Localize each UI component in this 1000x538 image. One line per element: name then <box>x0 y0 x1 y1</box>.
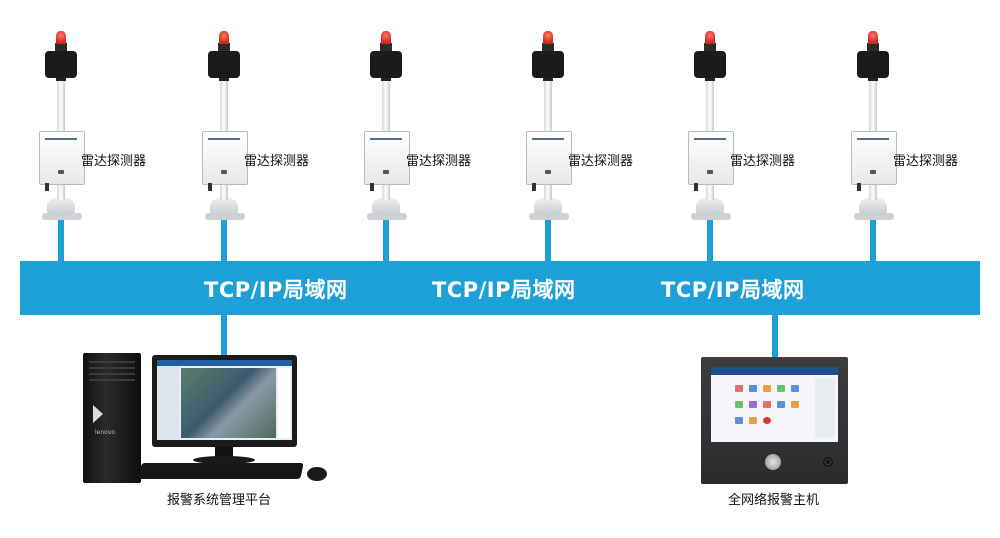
radar-sensor-head <box>208 51 240 78</box>
pole-flange <box>210 197 238 215</box>
radar-detector-1: 雷达探测器 <box>20 0 146 263</box>
control-box <box>39 131 85 185</box>
network-alarm-host <box>701 357 848 484</box>
pole-base <box>42 213 82 220</box>
pole-base <box>691 213 731 220</box>
detector-link <box>545 218 551 263</box>
cable <box>532 183 536 191</box>
radar-sensor-head <box>370 51 402 78</box>
radar-sensor-head <box>532 51 564 78</box>
pole-flange <box>372 197 400 215</box>
detector-label: 雷达探测器 <box>81 154 147 169</box>
radar-detector-3: 雷达探测器 <box>345 0 471 263</box>
pole-flange <box>859 197 887 215</box>
alarm-beacon-icon <box>219 31 229 44</box>
workstation-link <box>221 315 227 359</box>
control-box <box>851 131 897 185</box>
tower-brand: lenovo <box>95 429 116 436</box>
bus-label-3: TCP/IP局域网 <box>661 278 805 302</box>
pc-tower: lenovo <box>83 353 141 483</box>
site-map-view <box>181 368 276 438</box>
control-box <box>526 131 572 185</box>
detector-label: 雷达探测器 <box>406 154 472 169</box>
control-box <box>364 131 410 185</box>
cable <box>694 183 698 191</box>
cable <box>45 183 49 191</box>
alarm-beacon-icon <box>705 31 715 44</box>
detector-link <box>707 218 713 263</box>
platform-screen <box>157 360 292 440</box>
host-power-button <box>765 454 781 470</box>
alarm-host-caption: 全网络报警主机 <box>728 493 820 508</box>
pole-base <box>367 213 407 220</box>
detector-label: 雷达探测器 <box>893 154 959 169</box>
alarm-beacon-icon <box>543 31 553 44</box>
cable <box>370 183 374 191</box>
keyboard <box>138 463 304 479</box>
pole-base <box>854 213 894 220</box>
workstation-caption: 报警系统管理平台 <box>167 493 272 508</box>
pole-flange <box>47 197 75 215</box>
detector-link <box>870 218 876 263</box>
speaker-icon <box>823 457 833 467</box>
control-box <box>202 131 248 185</box>
cable <box>208 183 212 191</box>
play-logo-icon <box>93 405 103 423</box>
radar-detector-5: 雷达探测器 <box>669 0 795 263</box>
pole-base <box>529 213 569 220</box>
radar-sensor-head <box>45 51 77 78</box>
radar-sensor-head <box>694 51 726 78</box>
monitor <box>152 355 297 447</box>
radar-detector-2: 雷达探测器 <box>183 0 309 263</box>
pole-base <box>205 213 245 220</box>
cable <box>857 183 861 191</box>
radar-sensor-head <box>857 51 889 78</box>
mouse <box>307 467 327 481</box>
bus-label-1: TCP/IP局域网 <box>204 278 348 302</box>
detector-link <box>58 218 64 263</box>
radar-detector-4: 雷达探测器 <box>507 0 633 263</box>
alarm-beacon-icon <box>56 31 66 44</box>
host-touchscreen <box>711 367 838 442</box>
bus-label-2: TCP/IP局域网 <box>432 278 576 302</box>
alarm-host-link <box>772 315 778 359</box>
detector-link <box>383 218 389 263</box>
radar-detector-6: 雷达探测器 <box>832 0 958 263</box>
tcpip-network-bus <box>20 261 980 315</box>
pole-flange <box>534 197 562 215</box>
detector-label: 雷达探测器 <box>244 154 310 169</box>
pole-flange <box>696 197 724 215</box>
detector-label: 雷达探测器 <box>730 154 796 169</box>
detector-link <box>221 218 227 263</box>
alarm-beacon-icon <box>381 31 391 44</box>
control-box <box>688 131 734 185</box>
alarm-beacon-icon <box>868 31 878 44</box>
detector-label: 雷达探测器 <box>568 154 634 169</box>
